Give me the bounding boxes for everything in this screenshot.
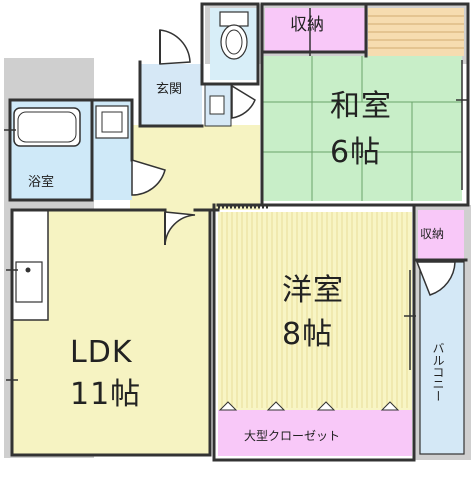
entrance-label: 玄関	[156, 82, 183, 97]
closet-top-floor	[265, 8, 365, 52]
western-floor-stripes	[221, 212, 408, 408]
walk-in-closet-floor	[218, 410, 412, 456]
balcony-floor	[419, 261, 465, 455]
closet-door-mark	[266, 401, 286, 411]
closet-door-mark	[316, 401, 336, 411]
western-floor	[218, 212, 412, 410]
japanese-room-size: 6帖	[330, 135, 382, 170]
door-swing	[131, 158, 166, 196]
balcony-label: バルコニー	[431, 342, 445, 402]
closet-right-floor	[418, 210, 464, 260]
door-swing	[231, 84, 256, 119]
western-room-label: 洋室	[282, 273, 344, 308]
ldk-label: LDK	[70, 335, 133, 370]
closet-top-label: 収納	[290, 15, 324, 35]
door-swing	[415, 261, 456, 296]
shoe-cabinet-top	[209, 95, 225, 115]
toilet-tank	[219, 11, 249, 27]
closet-door-mark	[380, 401, 400, 411]
walk-in-closet-label: 大型クローゼット	[244, 429, 341, 443]
bath-label: 浴室	[28, 175, 55, 190]
door-swing	[159, 29, 191, 65]
japanese-room-label: 和室	[330, 89, 392, 124]
entrance-floor	[140, 64, 202, 126]
closet-door-mark	[218, 401, 238, 411]
western-room-size: 8帖	[282, 317, 334, 352]
washing-machine-inner	[101, 111, 123, 133]
closet-right-label: 収納	[420, 227, 445, 241]
ldk-size: 11帖	[70, 377, 142, 412]
bathtub-inner	[17, 111, 77, 143]
sink-drain	[25, 267, 31, 273]
toilet-seat	[225, 29, 243, 55]
